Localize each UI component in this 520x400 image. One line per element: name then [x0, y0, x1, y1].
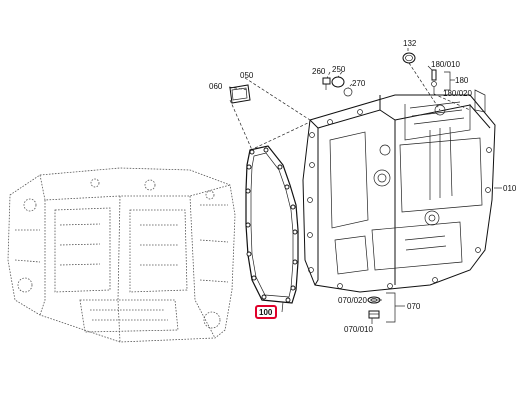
- callout-labels: 050 060 260 250 270 132 180/010 180 180/…: [209, 39, 517, 334]
- gasket: [245, 145, 299, 304]
- callout-050: 050: [240, 71, 254, 80]
- leader-lines: [228, 48, 502, 324]
- callout-010: 010: [503, 184, 517, 193]
- callout-180-010: 180/010: [431, 60, 460, 69]
- callout-070: 070: [407, 302, 421, 311]
- callout-100[interactable]: 100: [259, 308, 273, 317]
- callout-260: 260: [312, 67, 326, 76]
- callout-highlight-box: [255, 305, 277, 319]
- main-housing: [302, 89, 496, 293]
- callout-180-020: 180/020: [443, 89, 472, 98]
- cover-plate: [229, 84, 251, 104]
- ghost-housing: [7, 167, 236, 343]
- callout-270: 270: [352, 79, 366, 88]
- callout-132: 132: [403, 39, 417, 48]
- callout-060: 060: [209, 82, 223, 91]
- callout-180: 180: [455, 76, 469, 85]
- callout-070-020: 070/020: [338, 296, 367, 305]
- callout-250: 250: [332, 65, 346, 74]
- highlighted-callout-100[interactable]: 100: [255, 305, 277, 319]
- callout-070-010: 070/010: [344, 325, 373, 334]
